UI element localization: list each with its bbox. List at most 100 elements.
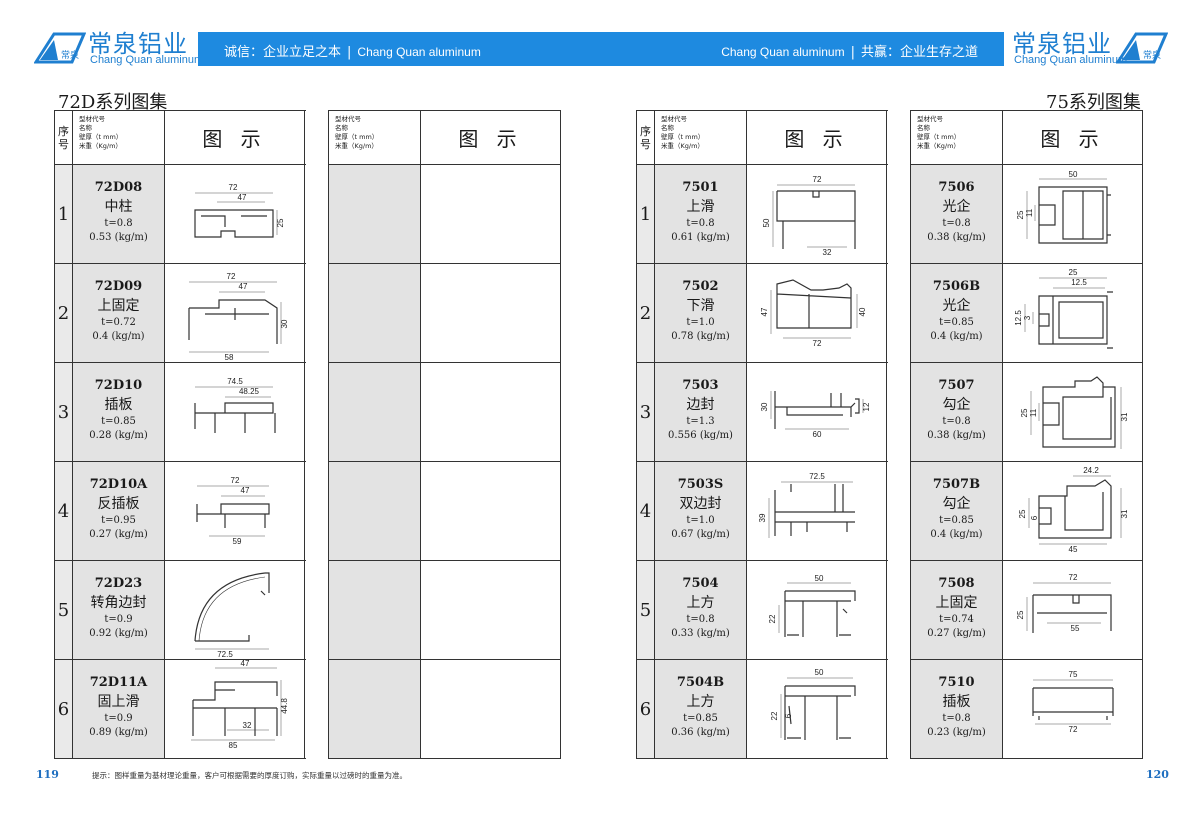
dimension-label: 72 <box>229 183 238 192</box>
footnote: 提示：图样重量为基材理论重量，客户可根据需要的厚度订购，实际重量以过磅时的重量为… <box>92 771 407 780</box>
dimension-label: 75 <box>1069 670 1078 679</box>
profile-weight: 0.28 (kg/m) <box>89 430 148 441</box>
profile-thickness: t=0.8 <box>942 416 971 427</box>
profile-name: 勾企 <box>942 397 971 413</box>
dimension-label: 44.8 <box>280 698 289 714</box>
seq-number: 4 <box>637 462 655 560</box>
profile-weight: 0.53 (kg/m) <box>89 232 148 243</box>
series-title-75: 75系列图集 <box>1046 92 1141 113</box>
profile-thickness: t=1.3 <box>686 416 715 427</box>
dimension-label: 30 <box>280 319 289 328</box>
profile-info: 7501 上滑 t=0.8 0.61 (kg/m) <box>655 165 747 263</box>
brand-name-en: Chang Quan aluminum <box>1014 54 1128 66</box>
profile-code: 7503 <box>682 378 719 393</box>
profile-code: 7507 <box>938 378 975 393</box>
empty-figure-cell <box>421 363 561 461</box>
profile-thickness: t=0.85 <box>939 515 974 526</box>
profile-name: 边封 <box>686 397 715 413</box>
banner-separator: | <box>347 45 352 60</box>
banner-right: Chang Quan aluminum|共赢：企业生存之道 <box>721 41 978 60</box>
empty-info-cell <box>329 363 421 461</box>
dimension-label: 30 <box>760 402 769 411</box>
empty-row <box>329 660 561 759</box>
profile-code: 72D10A <box>89 477 148 492</box>
header-figure: 图 示 <box>747 111 887 164</box>
dimension-label: 47 <box>238 193 247 202</box>
header-figure: 图 示 <box>1003 111 1143 164</box>
dimension-label: 47 <box>760 307 769 316</box>
profile-cross-section-icon: 75 72 <box>1032 670 1114 734</box>
dimension-label: 74.5 <box>227 377 243 386</box>
profile-name: 中柱 <box>104 199 133 215</box>
banner-left-zh: 诚信：企业立足之本 <box>224 45 342 60</box>
profile-info: 7507 勾企 t=0.8 0.38 (kg/m) <box>911 363 1003 461</box>
profile-info: 72D10A 反插板 t=0.95 0.27 (kg/m) <box>73 462 165 560</box>
profile-weight: 0.89 (kg/m) <box>89 727 148 738</box>
dimension-label: 72 <box>1069 573 1078 582</box>
profile-info: 72D09 上固定 t=0.72 0.4 (kg/m) <box>73 264 165 362</box>
header-name-col: 型材代号名称壁厚（t mm）米重（Kg/m） <box>911 111 1003 164</box>
brand-name-en: Chang Quan aluminum <box>90 54 204 66</box>
dimension-label: 72 <box>1069 725 1078 734</box>
profile-name: 转角边封 <box>90 595 147 611</box>
empty-row <box>329 165 561 264</box>
profile-weight: 0.67 (kg/m) <box>671 529 730 540</box>
profile-name: 勾企 <box>942 496 971 512</box>
profile-thickness: t=0.8 <box>686 218 715 229</box>
profile-cross-section-icon: 72.539 <box>758 472 855 538</box>
dimension-label: 85 <box>229 741 238 750</box>
profile-info: 7508 上固定 t=0.74 0.27 (kg/m) <box>911 561 1003 659</box>
seq-number: 4 <box>55 462 73 560</box>
dimension-label: 32 <box>243 721 252 730</box>
dimension-label: 22 <box>770 711 779 720</box>
dimension-label: 72 <box>227 272 236 281</box>
profile-info: 72D11A 固上滑 t=0.9 0.89 (kg/m) <box>73 660 165 758</box>
series-title-72d: 72D系列图集 <box>58 92 168 113</box>
table-header: 序号 型材代号名称壁厚（t mm）米重（Kg/m） 图 示 <box>55 111 306 165</box>
profile-code: 72D10 <box>94 378 143 393</box>
dimension-label: 12.5 <box>1014 310 1023 326</box>
profile-table-empty: 型材代号名称壁厚（t mm）米重（Kg/m） 图 示 <box>328 110 561 759</box>
header-name-col: 型材代号名称壁厚（t mm）米重（Kg/m） <box>329 111 421 164</box>
dimension-label: 6 <box>1030 515 1039 520</box>
slogan-banner: 诚信：企业立足之本 | Chang Quan aluminum Chang Quan… <box>198 32 1004 66</box>
logo-mark-icon: 常泉 <box>1116 32 1168 64</box>
dimension-label: 32 <box>823 248 832 257</box>
dimension-label: 25 <box>1016 610 1025 619</box>
profile-name: 上固定 <box>935 595 978 611</box>
dimension-label: 59 <box>233 537 242 546</box>
profile-name: 光企 <box>942 199 971 215</box>
profile-figure: 72.5 <box>165 561 305 659</box>
profile-code: 7506B <box>932 279 981 294</box>
profile-thickness: t=0.9 <box>104 713 133 724</box>
banner-right-en: Chang Quan aluminum <box>721 45 845 59</box>
empty-info-cell <box>329 165 421 263</box>
seq-number: 5 <box>55 561 73 659</box>
banner-left-en: Chang Quan aluminum <box>357 45 481 59</box>
profile-name: 双边封 <box>679 496 722 512</box>
dimension-label: 72.5 <box>217 650 233 659</box>
profile-name: 插板 <box>942 694 971 710</box>
empty-figure-cell <box>421 165 561 263</box>
profile-weight: 0.61 (kg/m) <box>671 232 730 243</box>
empty-figure-cell <box>421 660 561 758</box>
dimension-label: 11 <box>1029 408 1038 417</box>
